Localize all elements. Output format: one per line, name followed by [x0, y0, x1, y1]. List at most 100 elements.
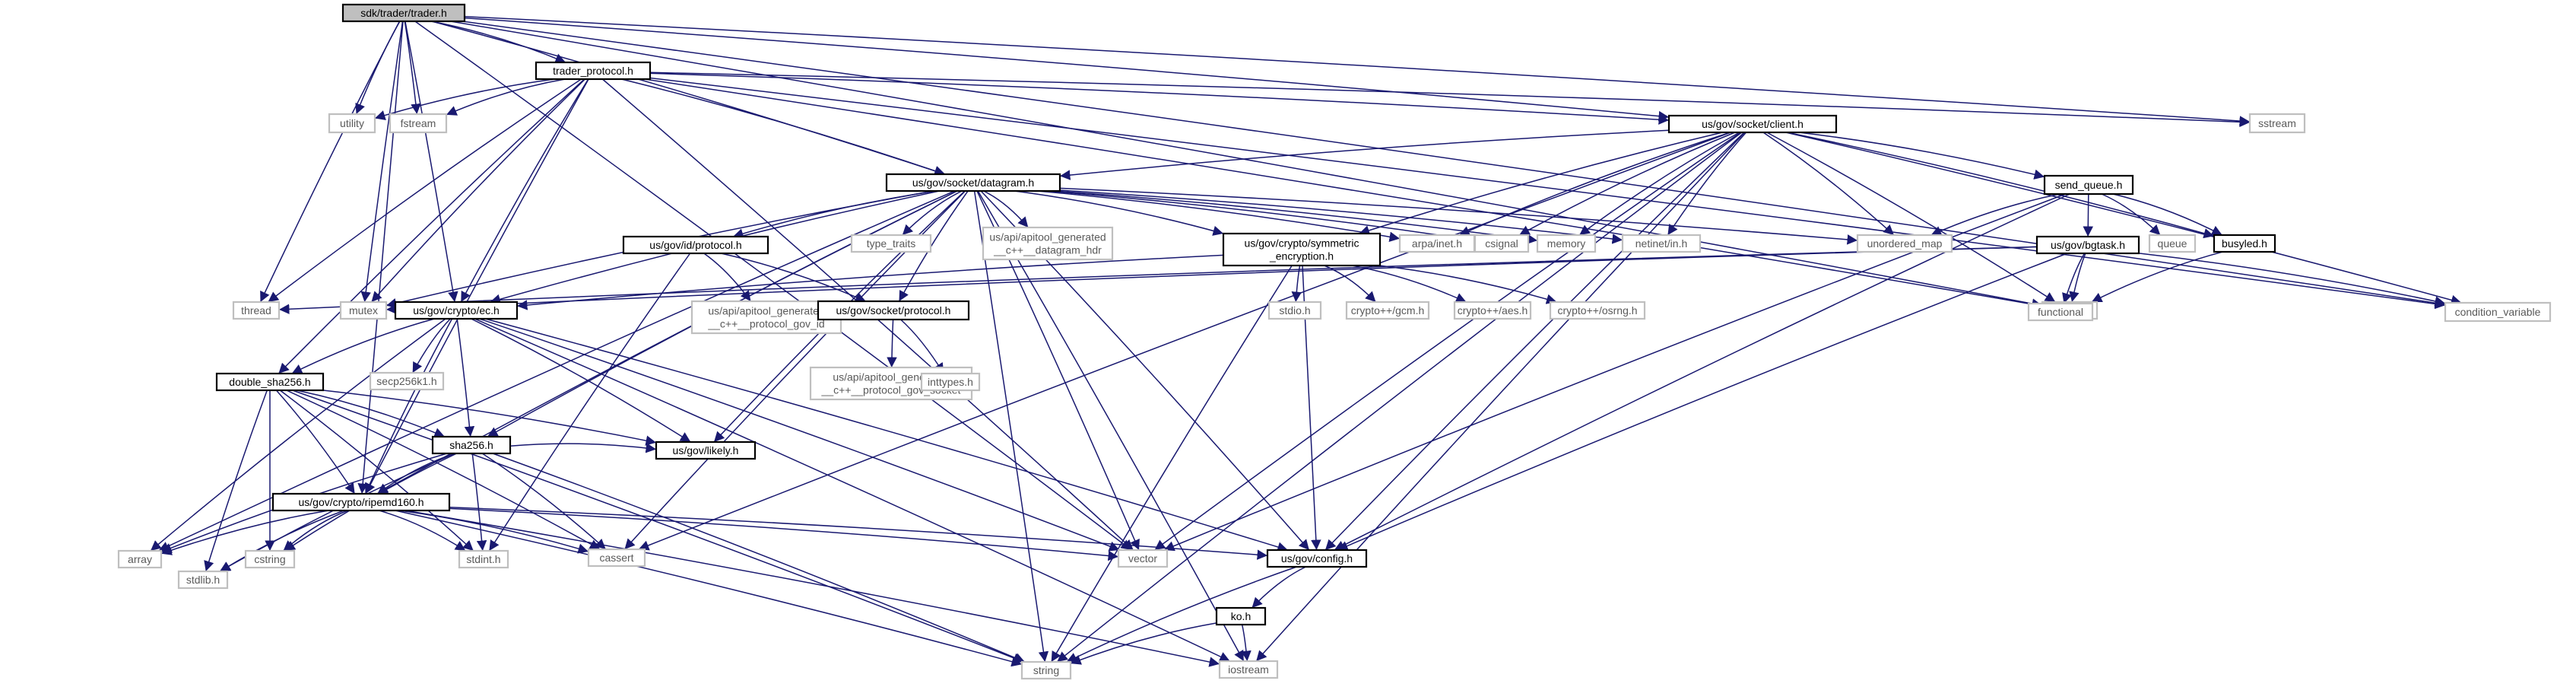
edge-trader-h-to-client-h — [464, 17, 1670, 122]
node-trader-protocol[interactable]: trader_protocol.h — [535, 61, 652, 81]
node-arpa-inet[interactable]: arpa/inet.h — [1398, 234, 1476, 253]
edge-ec-h-to-sha256 — [456, 318, 475, 437]
node-cassert[interactable]: cassert — [587, 548, 646, 568]
node-datagram-hdr[interactable]: us/api/apitool_generated__c++__datagram_… — [982, 226, 1114, 261]
edge-ripemd160-to-stdint — [379, 510, 466, 552]
node-label: us/gov/socket/datagram.h — [912, 177, 1034, 189]
edge-trader-h-to-sstream — [464, 15, 2251, 126]
edge-datagram-h-to-netinet — [1059, 189, 1623, 244]
node-thread[interactable]: thread — [232, 301, 281, 320]
node-functional[interactable]: functional — [2027, 302, 2094, 322]
node-double-sha256[interactable]: double_sha256.h — [215, 372, 325, 392]
edge-ec-h-to-iostream — [474, 318, 1231, 662]
node-inttypes[interactable]: inttypes.h — [920, 372, 981, 392]
node-secp256k1[interactable]: secp256k1.h — [369, 371, 445, 391]
node-send-queue[interactable]: send_queue.h — [2043, 174, 2134, 196]
node-label: sstream — [2258, 117, 2296, 129]
node-type-traits[interactable]: type_traits — [850, 234, 932, 253]
node-stdio[interactable]: stdio.h — [1267, 301, 1322, 320]
node-label: us/gov/crypto/ripemd160.h — [299, 496, 424, 508]
edge-datagram-h-to-unordered-map — [1059, 187, 1858, 245]
node-protocol-gov-socket[interactable]: us/api/apitool_generated__c++__protocol_… — [809, 366, 973, 401]
edge-client-h-to-atomic — [1766, 132, 2056, 303]
edge-send-queue-to-busyled — [2112, 193, 2223, 236]
node-cstring[interactable]: cstring — [244, 549, 296, 569]
node-label: array — [128, 553, 152, 565]
node-box — [232, 301, 281, 320]
node-busyled[interactable]: busyled.h — [2213, 234, 2276, 253]
node-memory[interactable]: memory — [1536, 234, 1597, 253]
node-client-h[interactable]: us/gov/socket/client.h — [1667, 114, 1838, 134]
edge-send-queue-to-bgtask — [2083, 193, 2093, 237]
node-box — [2027, 302, 2094, 322]
node-csignal[interactable]: csignal — [1474, 234, 1530, 253]
node-trader-h[interactable]: sdk/trader/trader.h — [341, 3, 466, 23]
node-utility[interactable]: utility — [328, 113, 376, 134]
edge-trader-protocol-to-ripemd160 — [365, 78, 589, 495]
node-protocol-gov-id[interactable]: us/api/apitool_generated__c++__protocol_… — [690, 300, 842, 335]
node-sha256[interactable]: sha256.h — [431, 435, 512, 455]
node-condition-variable[interactable]: condition_variable — [2444, 301, 2552, 323]
node-label: thread — [241, 304, 271, 316]
node-gcm[interactable]: crypto++/gcm.h — [1345, 301, 1430, 320]
node-box — [1266, 549, 1368, 568]
node-label: functional — [2038, 306, 2083, 318]
node-socket-protocol[interactable]: us/gov/socket/protocol.h — [817, 300, 970, 321]
node-label: sdk/trader/trader.h — [360, 7, 447, 19]
edge-ec-h-to-array — [150, 318, 446, 552]
node-string[interactable]: string — [1020, 660, 1072, 680]
node-stdint[interactable]: stdint.h — [458, 549, 509, 569]
node-box — [920, 372, 981, 392]
node-ko-h[interactable]: ko.h — [1215, 606, 1267, 626]
node-label: us/gov/bgtask.h — [2051, 239, 2125, 251]
nodes-layer: sdk/trader/trader.h trader_protocol.hutil… — [117, 3, 2552, 680]
edge-trader-h-to-fstream — [404, 21, 421, 115]
edge-trader-protocol-to-fstream — [446, 78, 566, 116]
node-ripemd160[interactable]: us/gov/crypto/ripemd160.h — [271, 492, 451, 512]
edge-double-sha256-to-sha256 — [296, 390, 446, 438]
node-sstream[interactable]: sstream — [2248, 113, 2306, 134]
node-netinet[interactable]: netinet/in.h — [1621, 234, 1702, 253]
node-box — [622, 235, 769, 255]
node-array[interactable]: array — [117, 549, 163, 569]
node-label: double_sha256.h — [229, 376, 310, 388]
node-ec-h[interactable]: us/gov/crypto/ec.h — [394, 301, 519, 320]
node-label: utility — [340, 117, 364, 129]
node-config[interactable]: us/gov/config.h — [1266, 549, 1368, 568]
node-symmetric[interactable]: us/gov/crypto/symmetric_encryption.h — [1222, 232, 1382, 267]
node-label: crypto++/gcm.h — [1351, 304, 1425, 316]
edges-layer — [150, 15, 2462, 667]
node-fstream[interactable]: fstream — [389, 113, 448, 134]
node-id-protocol[interactable]: us/gov/id/protocol.h — [622, 235, 769, 255]
node-likely[interactable]: us/gov/likely.h — [655, 441, 757, 460]
node-label: secp256k1.h — [376, 375, 436, 387]
node-box — [1020, 660, 1072, 680]
node-label: us/gov/likely.h — [673, 444, 739, 456]
node-bgtask[interactable]: us/gov/bgtask.h — [2035, 235, 2140, 255]
node-osrng[interactable]: crypto++/osrng.h — [1549, 301, 1646, 320]
node-box — [2213, 234, 2276, 253]
node-label: cassert — [599, 552, 633, 564]
node-iostream[interactable]: iostream — [1218, 660, 1279, 679]
node-label: _encryption.h — [1269, 250, 1334, 262]
edge-trader-h-to-ec-h — [404, 21, 458, 303]
node-vector[interactable]: vector — [1117, 549, 1169, 568]
node-label: us/gov/config.h — [1281, 552, 1353, 565]
edge-sha256-to-stdint — [471, 453, 487, 552]
edge-double-sha256-to-stdlib — [204, 390, 268, 572]
node-queue[interactable]: queue — [2148, 234, 2197, 253]
edge-client-h-to-string — [1056, 132, 1743, 663]
edge-ec-h-to-vector — [479, 318, 1120, 552]
node-stdlib[interactable]: stdlib.h — [177, 570, 229, 590]
node-box — [1474, 234, 1530, 253]
edge-trader-h-to-atomic — [450, 21, 2043, 309]
node-unordered-map[interactable]: unordered_map — [1856, 234, 1953, 253]
edge-bgtask-to-condition-variable — [2138, 253, 2446, 307]
node-box — [369, 371, 445, 391]
node-mutex[interactable]: mutex — [339, 301, 388, 320]
edge-datagram-h-to-type-traits — [902, 190, 963, 236]
node-datagram-h[interactable]: us/gov/socket/datagram.h — [885, 173, 1061, 192]
node-aes[interactable]: crypto++/aes.h — [1453, 301, 1532, 320]
node-box — [2043, 174, 2134, 196]
node-box — [1549, 301, 1646, 320]
